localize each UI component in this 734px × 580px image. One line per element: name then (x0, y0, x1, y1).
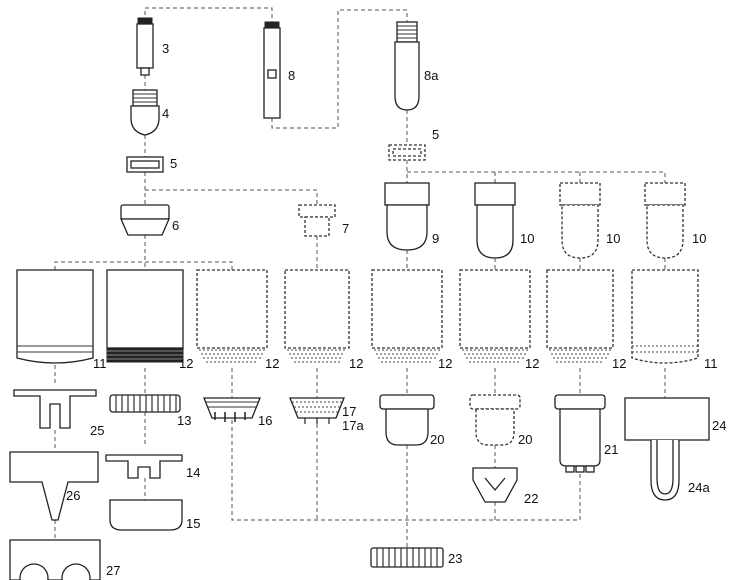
part-11-shield-cup-right (631, 269, 699, 364)
part-12-shield-cup-3 (284, 269, 350, 363)
part-7-adapter (298, 204, 336, 237)
part-10-nozzle-b (559, 182, 601, 259)
part-11-shield-cup-left (16, 269, 94, 364)
connector-lines (54, 7, 666, 548)
part-12-shield-cup-5 (459, 269, 531, 363)
part-26-drag-shield (9, 451, 99, 521)
label-10-b: 10 (606, 231, 620, 246)
label-25: 25 (90, 423, 104, 438)
part-12-shield-cup-6 (546, 269, 614, 363)
part-17-shield (289, 397, 345, 424)
label-8: 8 (288, 68, 295, 83)
label-24: 24 (712, 418, 726, 433)
part-25-deflector (13, 389, 97, 429)
label-24a: 24a (688, 480, 710, 495)
part-8-electrode-holder (263, 21, 281, 119)
part-20-shield-cap-b (469, 394, 521, 446)
label-12-e: 12 (525, 356, 539, 371)
label-12-a: 12 (179, 356, 193, 371)
part-5-ring-right (388, 144, 426, 161)
part-23-knurled-ring (370, 547, 444, 568)
part-13-retaining-ring (109, 394, 181, 413)
label-13: 13 (177, 413, 191, 428)
label-16: 16 (258, 413, 272, 428)
label-3: 3 (162, 41, 169, 56)
part-10-nozzle-a (474, 182, 516, 259)
label-5: 5 (170, 156, 177, 171)
part-22-gouging-tip (472, 467, 518, 503)
label-20-a: 20 (430, 432, 444, 447)
label-22: 22 (524, 491, 538, 506)
part-24a-loop (650, 440, 680, 501)
label-11-right: 11 (704, 356, 718, 371)
part-6-nozzle-cap (120, 204, 170, 236)
label-12-b: 12 (265, 356, 279, 371)
part-24-block (624, 397, 710, 441)
part-20-shield-cap-a (379, 394, 435, 446)
part-labels: 3 4 5 6 7 8 8a 5 9 10 10 10 11 11 12 12 … (66, 41, 726, 578)
label-15: 15 (186, 516, 200, 531)
part-21-shield-cap (554, 394, 606, 473)
label-17: 17 (342, 404, 356, 419)
label-7: 7 (342, 221, 349, 236)
label-11-left: 11 (93, 356, 107, 371)
label-27: 27 (106, 563, 120, 578)
label-12-c: 12 (349, 356, 363, 371)
label-20-b: 20 (518, 432, 532, 447)
label-9: 9 (432, 231, 439, 246)
label-17a: 17a (342, 418, 364, 433)
part-9-swirl-nozzle (384, 182, 430, 251)
label-21: 21 (604, 442, 618, 457)
label-6: 6 (172, 218, 179, 233)
label-10-a: 10 (520, 231, 534, 246)
part-15-cap (109, 499, 183, 531)
part-12-shield-cup-1 (106, 269, 184, 363)
part-27-holder (9, 539, 101, 580)
label-10-c: 10 (692, 231, 706, 246)
part-14-deflector (105, 454, 183, 479)
part-4-insulator (130, 89, 160, 136)
part-16-shield (203, 397, 261, 422)
label-4: 4 (162, 106, 169, 121)
part-12-shield-cup-4 (371, 269, 443, 363)
label-23: 23 (448, 551, 462, 566)
part-5-ring (126, 156, 164, 173)
label-5-right: 5 (432, 127, 439, 142)
label-26: 26 (66, 488, 80, 503)
part-12-shield-cup-2 (196, 269, 268, 363)
part-8a-electrode (394, 21, 420, 111)
label-12-d: 12 (438, 356, 452, 371)
label-8a: 8a (424, 68, 439, 83)
label-14: 14 (186, 465, 200, 480)
label-12-f: 12 (612, 356, 626, 371)
part-10-nozzle-c (644, 182, 686, 259)
part-3-cartridge (136, 17, 154, 76)
